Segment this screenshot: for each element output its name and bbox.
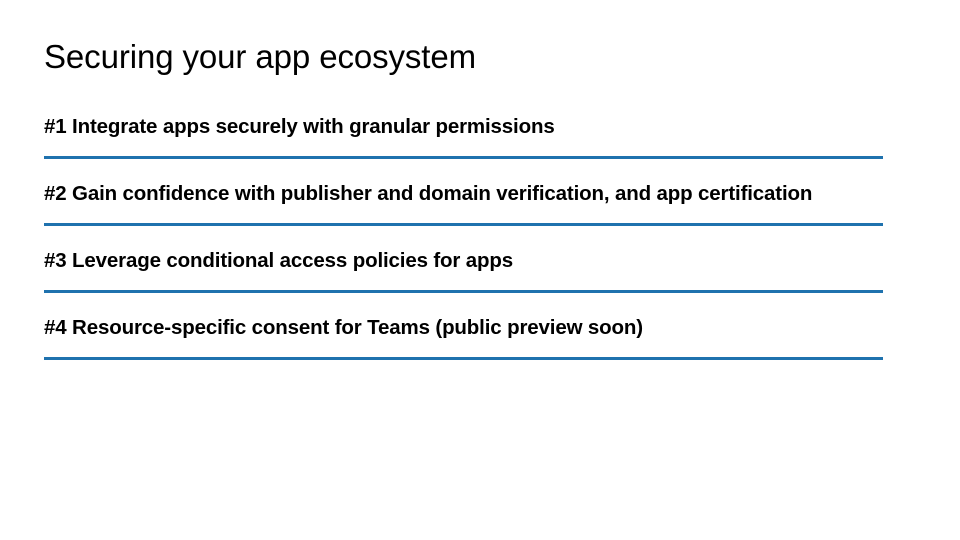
list-item: #1 Integrate apps securely with granular… [44,112,904,179]
list-item-label: #3 Leverage conditional access policies … [44,249,514,272]
divider-rule [44,357,883,360]
list-item-label: #1 Integrate apps securely with granular… [44,115,555,138]
list-item: #2 Gain confidence with publisher and do… [44,179,904,246]
divider-rule [44,290,883,293]
list-item: #4 Resource-specific consent for Teams (… [44,313,904,380]
page-title: Securing your app ecosystem [44,38,477,75]
list-item-label: #4 Resource-specific consent for Teams (… [44,316,643,339]
list-item-label: #2 Gain confidence with publisher and do… [44,182,813,205]
divider-rule [44,223,883,226]
key-points-list: #1 Integrate apps securely with granular… [44,112,904,380]
list-item: #3 Leverage conditional access policies … [44,246,904,313]
divider-rule [44,156,883,159]
